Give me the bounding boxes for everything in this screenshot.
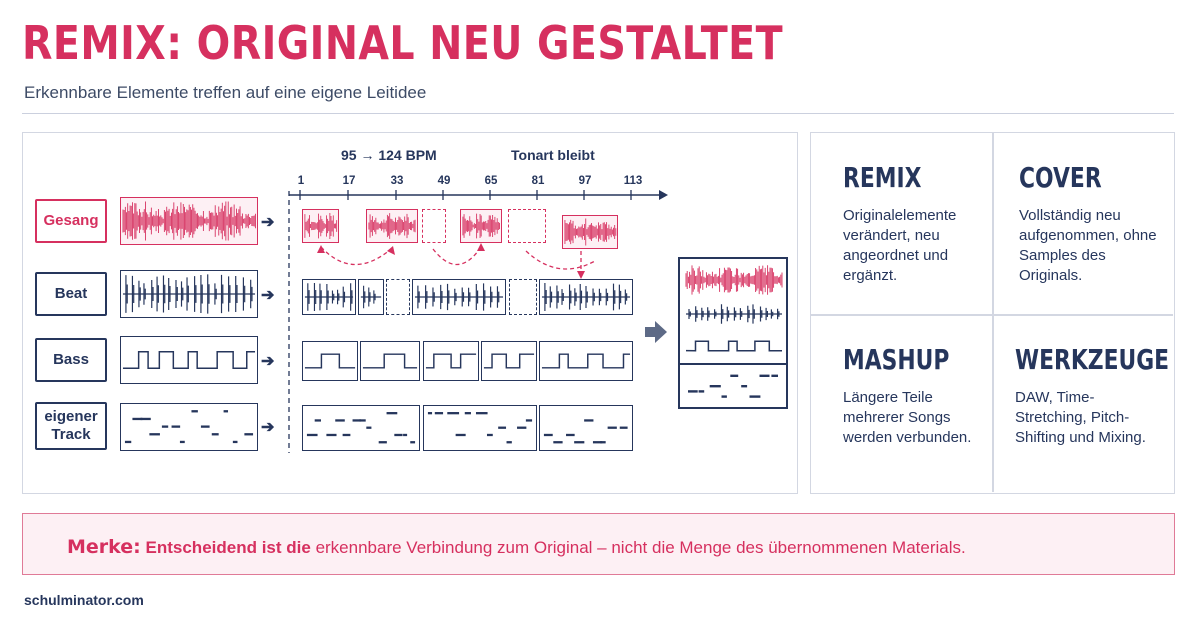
result-arrow-icon [645,321,667,343]
track-label-bass: Bass [35,338,107,382]
genre-card-mashup: MASHUP Längere Teile mehrerer Songs werd… [811,315,993,496]
bass-clip [423,341,479,381]
key-takeaway-box: Merke: Entscheidend ist die erkennbare V… [22,513,1175,575]
mixed-result-box [678,257,788,409]
timeline-tick-label: 113 [623,175,643,187]
tempo-change-label: 95 → 124 BPM [341,147,437,163]
genre-text: Vollständig neu aufgenommen, ohne Sample… [1019,207,1157,284]
genre-title: MASHUP [843,343,950,376]
genre-title: COVER [1019,161,1102,194]
source-beat-waveform [120,270,258,318]
empty-clip-slot [508,209,546,243]
source-midi-notes [120,403,258,451]
track-label-vocals: Gesang [35,199,107,243]
beat-clip [539,279,633,315]
beat-clip [358,279,384,315]
timeline-tick-label: 17 [342,175,356,187]
remix-diagram-panel: Gesang Beat Bass eigener Track ➔ ➔ ➔ ➔ 9… [22,132,798,494]
arrow-right-icon: ➔ [261,419,275,436]
rearrange-arrows [317,243,596,279]
grid-divider [992,133,994,492]
vocal-clip [562,215,618,249]
track-label-beat: Beat [35,272,107,316]
genre-title: WERKZEUGE [1015,343,1170,376]
bass-clip [481,341,537,381]
genres-panel: REMIX Originalelemente verändert, neu an… [810,132,1175,494]
timeline-tick-label: 1 [297,175,305,187]
midi-clip [539,405,633,451]
timeline-tick-label: 65 [484,175,498,187]
bass-clip [302,341,358,381]
note-label: Merke: [67,536,141,558]
footer-source: schulminator.com [24,592,144,608]
grid-divider [811,314,1173,316]
genre-card-tools: WERKZEUGE DAW, Time-Stretching, Pitch-Sh… [993,315,1175,496]
source-bass-line [120,336,258,384]
header-divider [22,113,1174,114]
midi-clip [302,405,420,451]
bass-clip [360,341,420,381]
empty-clip-slot [422,209,446,243]
timeline-tick-label: 97 [578,175,592,187]
genre-title: REMIX [843,161,922,194]
page-subtitle: Erkennbare Elemente treffen auf eine eig… [24,83,427,102]
arrow-right-icon: ➔ [261,287,275,304]
midi-clip [423,405,537,451]
timeline-axis [288,190,668,453]
note-emphasis: Entscheidend ist die [145,538,311,557]
empty-clip-slot [386,279,410,315]
genre-text: DAW, Time-Stretching, Pitch-Shifting und… [1015,389,1146,446]
genre-card-cover: COVER Vollständig neu aufgenommen, ohne … [993,133,1175,314]
genre-card-remix: REMIX Originalelemente verändert, neu an… [811,133,993,314]
timeline-tick-label: 81 [531,175,545,187]
track-label-own-track: eigener Track [35,402,107,450]
arrow-right-icon: ➔ [261,214,275,231]
vocal-clip [366,209,418,243]
vocal-clip [302,209,339,243]
bass-clip [539,341,633,381]
empty-clip-slot [509,279,537,315]
arrow-right-icon: ➔ [261,353,275,370]
genre-text: Längere Teile mehrerer Songs werden verb… [843,389,972,446]
beat-clip [302,279,356,315]
source-vocals-waveform [120,197,258,245]
key-note-label: Tonart bleibt [511,147,595,163]
note-text: erkennbare Verbindung zum Original – nic… [315,538,966,557]
genre-text: Originalelemente verändert, neu angeordn… [843,207,957,284]
beat-clip [412,279,506,315]
timeline-tick-label: 33 [390,175,404,187]
timeline-tick-label: 49 [437,175,451,187]
page-title: REMIX: ORIGINAL NEU GESTALTET [22,16,784,70]
vocal-clip [460,209,502,243]
